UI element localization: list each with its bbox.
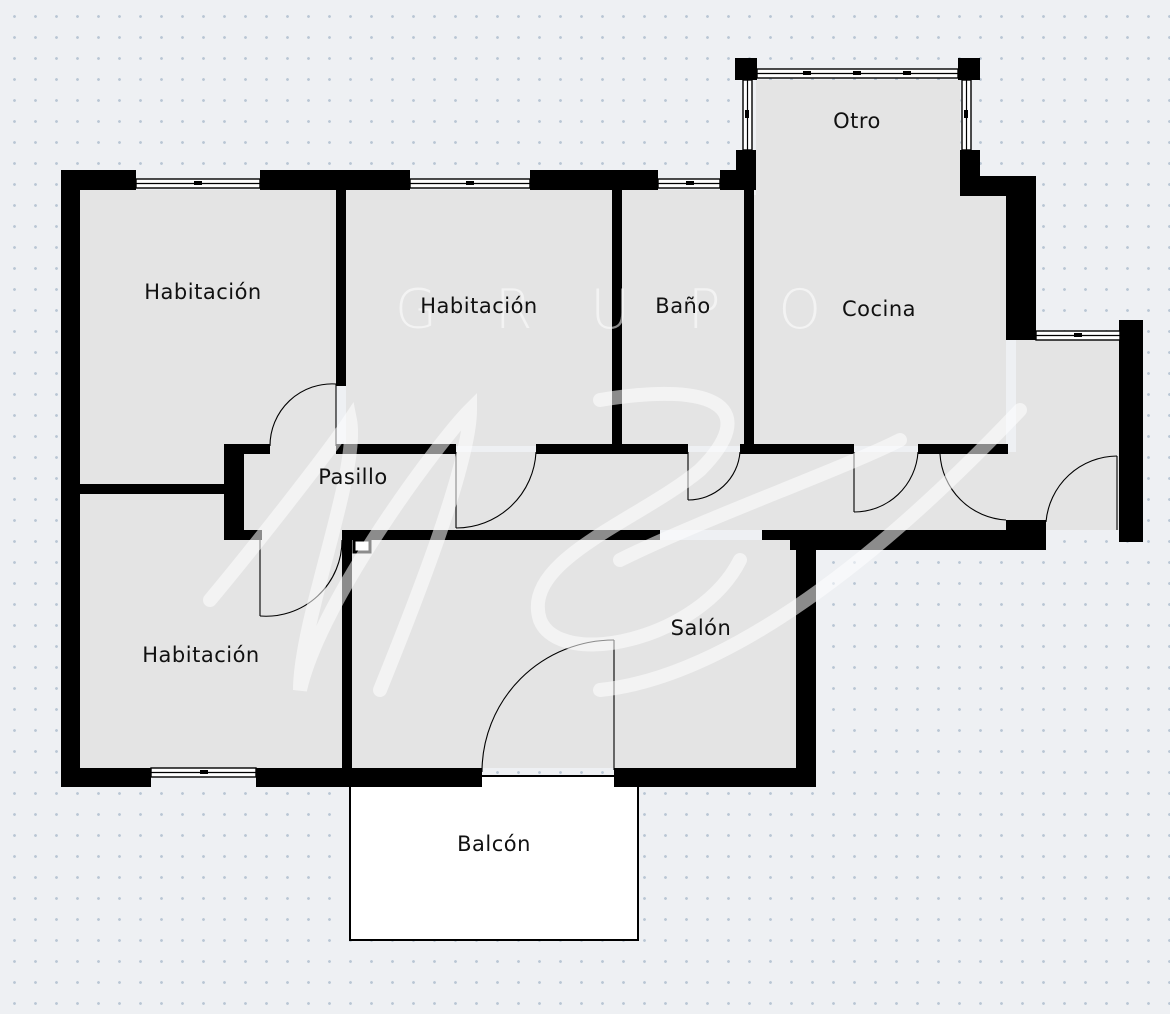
wall-hab1-hab3 — [80, 484, 230, 494]
walls — [61, 58, 1143, 787]
door-cocina-terrace — [939, 453, 1007, 521]
room-cocina — [754, 195, 1006, 446]
wall-cocina-right — [1006, 176, 1036, 340]
wall-pasillo-top-2 — [336, 444, 456, 454]
window-otro-left — [742, 79, 753, 151]
window-terrace — [1035, 330, 1121, 341]
wall-bano-corner — [736, 150, 756, 190]
label-habitacion-2: Habitación — [420, 294, 538, 318]
wall-pasillo-left — [224, 444, 244, 540]
window-hab2 — [409, 178, 531, 189]
wall-bottom-2 — [256, 768, 482, 787]
wall-top-1 — [61, 170, 136, 190]
wall-salon-right — [796, 540, 816, 787]
wall-hab3-pasillo — [224, 530, 262, 540]
window-hab3 — [150, 767, 257, 778]
door-terrace — [1045, 455, 1118, 530]
window-otro-right — [961, 79, 972, 151]
wall-bano-cocina — [744, 190, 754, 446]
wall-terrace-right — [1119, 320, 1143, 542]
wall-left — [61, 170, 80, 787]
wall-bottom-1 — [61, 768, 151, 787]
label-cocina: Cocina — [841, 297, 917, 321]
wall-bottom-3 — [614, 768, 816, 787]
wall-pasillo-top-5 — [918, 444, 1008, 454]
wall-top-2 — [260, 170, 410, 190]
window-otro-top — [756, 68, 959, 79]
wall-salon-top-1 — [342, 530, 660, 540]
room-otro — [756, 80, 960, 196]
wall-pasillo-top-3 — [536, 444, 688, 454]
wall-top-3 — [530, 170, 658, 190]
label-habitacion-3: Habitación — [142, 643, 260, 667]
wall-otro-corner-tl — [735, 58, 757, 80]
label-salon: Salón — [670, 616, 732, 640]
window-bano — [657, 178, 721, 189]
wall-hab3-salon — [342, 530, 352, 780]
wall-otro-corner-tr — [958, 58, 980, 80]
wall-pasillo-top-1 — [224, 444, 270, 454]
wall-hab2-bano — [612, 190, 622, 446]
label-otro: Otro — [833, 109, 881, 133]
room-habitacion-2 — [346, 190, 612, 446]
wall-salon-step — [790, 530, 1046, 550]
room-balcon — [349, 775, 639, 941]
label-balcon: Balcón — [457, 832, 531, 856]
wall-hab1-hab2 — [336, 190, 346, 386]
label-habitacion-1: Habitación — [144, 280, 262, 304]
room-habitacion-1 — [80, 190, 336, 486]
watermark-logo — [203, 386, 1027, 697]
label-pasillo: Pasillo — [318, 465, 388, 489]
windows — [135, 68, 1121, 778]
label-bano: Baño — [655, 294, 711, 318]
window-hab1 — [135, 178, 261, 189]
wall-pasillo-top-4 — [740, 444, 854, 454]
watermark-text: GRUPO — [395, 278, 879, 341]
room-terrace-right — [1016, 340, 1119, 530]
